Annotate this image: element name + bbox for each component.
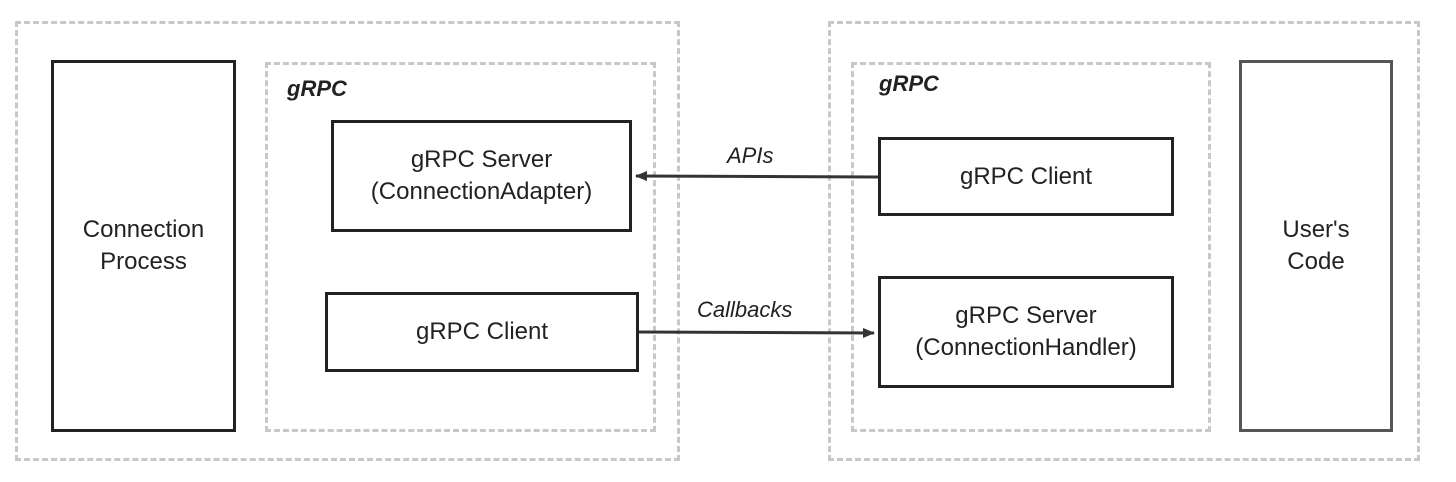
callbacks-label: Callbacks <box>697 297 793 322</box>
left-grpc-label: gRPC <box>287 76 347 101</box>
users-code-line1: User's <box>1282 216 1350 243</box>
right-grpc-client: gRPC Client <box>878 137 1174 216</box>
grpc-server-connection-handler: gRPC Server (ConnectionHandler) <box>878 276 1174 388</box>
users-code-box: User's Code <box>1239 60 1393 432</box>
left-grpc-client: gRPC Client <box>325 292 639 372</box>
right-server-line2: (ConnectionHandler) <box>915 334 1137 361</box>
apis-label: APIs <box>727 143 774 168</box>
left-server-line2: (ConnectionAdapter) <box>370 178 593 205</box>
left-client-label: gRPC Client <box>415 318 549 345</box>
apis-arrow <box>635 171 879 182</box>
grpc-server-connection-adapter: gRPC Server (ConnectionAdapter) <box>331 120 632 232</box>
right-grpc-container <box>851 62 1211 432</box>
connection-process-line2: Process <box>100 248 187 275</box>
callbacks-arrow <box>638 327 875 338</box>
right-client-label: gRPC Client <box>959 162 1093 190</box>
connection-process-box: Connection Process <box>51 60 236 432</box>
left-outer-container <box>15 21 680 461</box>
right-server-line1: gRPC Server <box>955 302 1097 329</box>
right-grpc-label: gRPC <box>879 71 939 96</box>
left-server-line1: gRPC Server <box>410 146 553 173</box>
users-code-line2: Code <box>1287 248 1345 275</box>
left-grpc-container <box>265 62 656 432</box>
connection-process-line1: Connection <box>82 216 205 243</box>
right-outer-container <box>828 21 1420 461</box>
